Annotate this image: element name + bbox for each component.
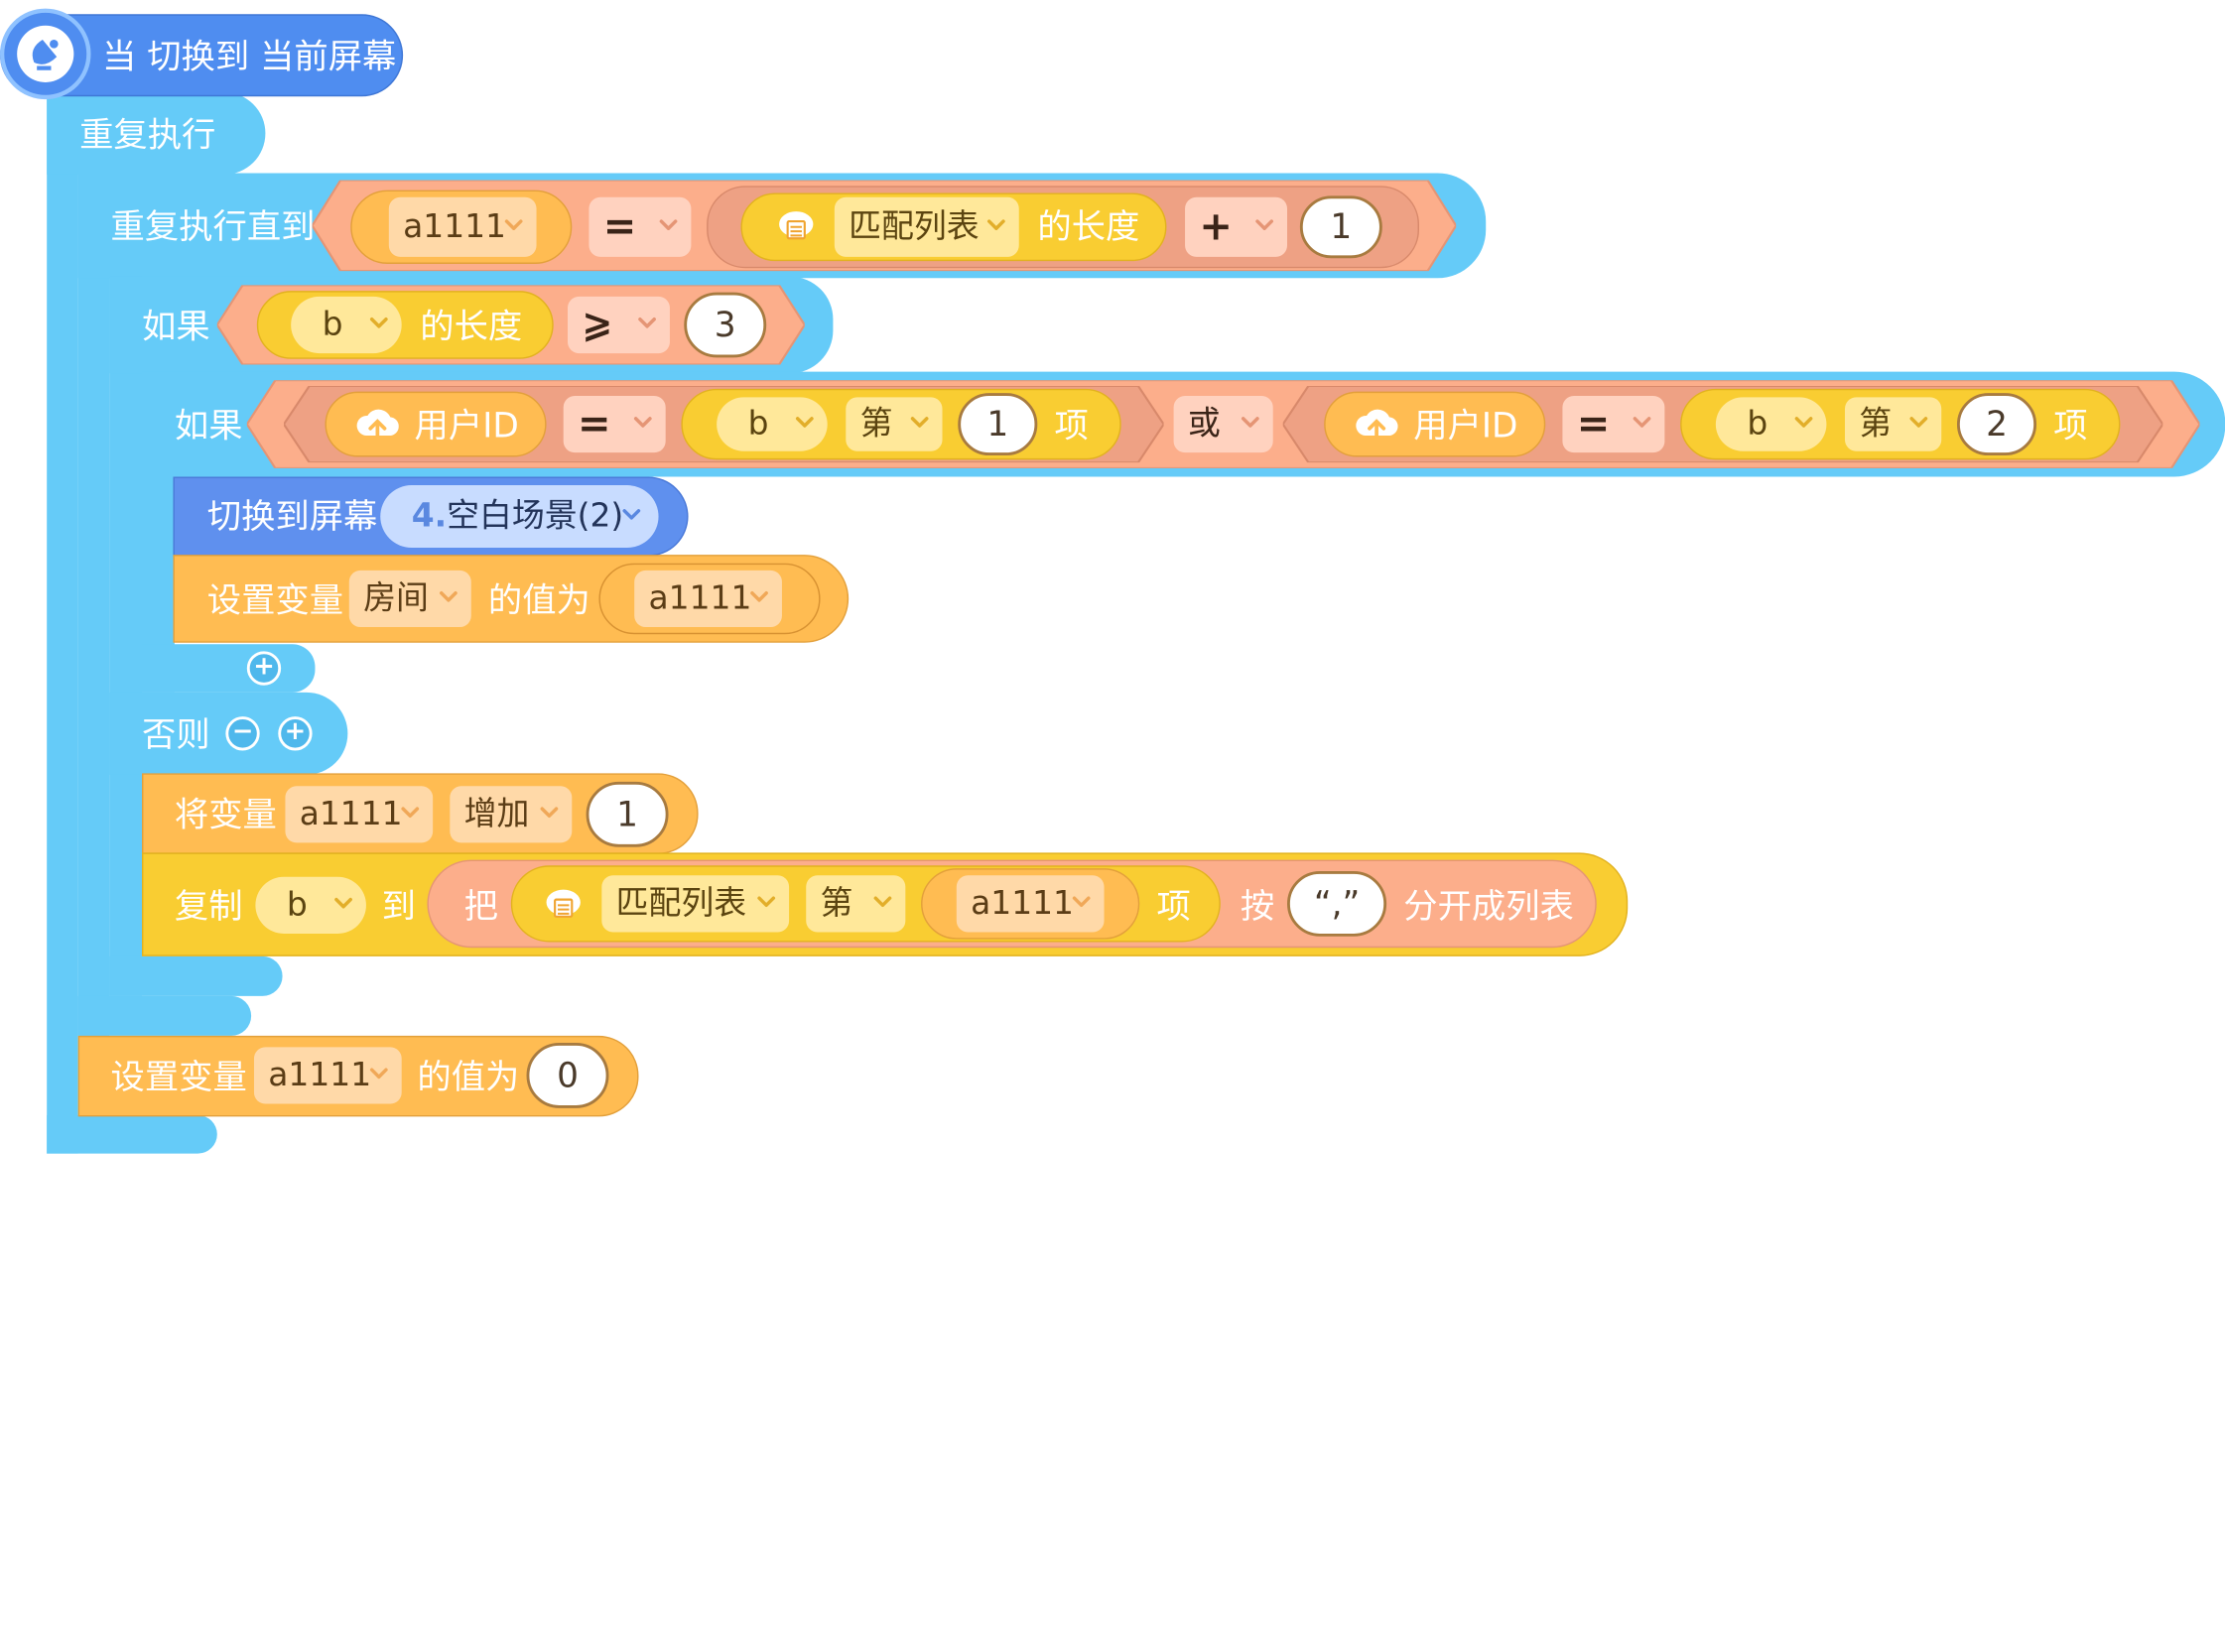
index-mode-dropdown[interactable]: 第 <box>806 875 906 933</box>
variable-dropdown-b[interactable]: b <box>291 296 402 354</box>
cloud-variable-user-id[interactable] <box>1324 391 1546 457</box>
if-outer-bottom <box>109 955 283 996</box>
chevron-down-icon <box>910 417 929 428</box>
number-input-1[interactable]: 1 <box>1299 195 1382 259</box>
item-label: 项 <box>1156 886 1191 927</box>
switch-screen-label: 切换到屏幕 <box>206 496 378 537</box>
plus-icon: + <box>253 651 275 682</box>
remove-branch-button[interactable]: − <box>225 716 260 751</box>
repeat-until-bottom <box>77 995 252 1036</box>
cloud-var-label: 用户ID <box>1413 405 1518 446</box>
chevron-down-icon <box>659 219 678 230</box>
if-outer-label: 如果 <box>142 306 210 346</box>
chevron-down-icon <box>633 417 652 428</box>
number-input-3[interactable]: 3 <box>684 292 767 358</box>
length-of-label: 的长度 <box>1037 206 1140 247</box>
repeat-forever-bottom <box>47 1114 217 1154</box>
ba-label: 把 <box>463 886 498 927</box>
chevron-down-icon <box>622 509 641 520</box>
value-is-label: 的值为 <box>487 579 590 620</box>
chevron-down-icon <box>1255 219 1273 230</box>
variable-dropdown-a1111[interactable]: a1111 <box>285 786 434 843</box>
chevron-down-icon <box>750 591 768 602</box>
chevron-down-icon <box>986 219 1005 230</box>
chevron-down-icon <box>757 896 776 908</box>
repeat-forever-label: 重复执行 <box>79 114 216 155</box>
number-input-0[interactable]: 0 <box>526 1043 609 1108</box>
cloud-list-icon <box>775 207 818 247</box>
chevron-down-icon <box>1241 417 1259 428</box>
set-variable-label: 设置变量 <box>206 579 344 620</box>
screen-dropdown[interactable]: 4.空白场景(2) <box>380 485 659 548</box>
change-variable-label: 将变量 <box>174 794 277 834</box>
chevron-down-icon <box>440 591 458 602</box>
hat-icon-bg <box>0 8 91 100</box>
logic-operator-dropdown[interactable]: 或 <box>1173 395 1273 453</box>
change-mode-dropdown[interactable]: 增加 <box>450 786 573 843</box>
variable-dropdown-b[interactable]: b <box>1715 397 1827 451</box>
chevron-down-icon <box>873 896 892 908</box>
variable-dropdown-b[interactable]: b <box>255 876 366 934</box>
chevron-down-icon <box>504 219 523 230</box>
repeat-until-label: 重复执行直到 <box>110 206 316 247</box>
chevron-down-icon <box>795 417 814 428</box>
chevron-down-icon <box>369 318 388 328</box>
variable-dropdown-a1111[interactable]: a1111 <box>388 196 537 257</box>
arith-operator-dropdown[interactable]: + <box>1185 196 1288 257</box>
list-dropdown-match[interactable]: 匹配列表 <box>601 875 790 933</box>
chevron-down-icon <box>401 807 420 818</box>
number-input-1[interactable]: 1 <box>586 781 669 847</box>
chevron-down-icon <box>540 807 559 818</box>
compare-operator-dropdown[interactable]: = <box>1562 395 1665 453</box>
set-variable-label: 设置变量 <box>110 1057 247 1097</box>
chevron-down-icon <box>1072 896 1091 908</box>
else-label: 否则 <box>142 714 210 755</box>
variable-dropdown-a1111[interactable]: a1111 <box>253 1047 402 1104</box>
if-outer-rail <box>109 276 142 996</box>
add-else-if-button[interactable]: + <box>246 651 282 686</box>
hat-label: 当 切换到 当前屏幕 <box>101 37 397 77</box>
cloud-upload-icon <box>1356 405 1398 445</box>
separator-input[interactable]: “,” <box>1287 871 1387 937</box>
variable-dropdown-a1111[interactable]: a1111 <box>634 570 782 628</box>
repeat-until-rail <box>77 173 110 1036</box>
number-input-1[interactable]: 1 <box>958 393 1038 456</box>
length-of-label: 的长度 <box>420 306 523 346</box>
item-label: 项 <box>1054 405 1089 446</box>
index-mode-dropdown[interactable]: 第 <box>1844 397 1942 451</box>
chevron-down-icon <box>369 1068 388 1080</box>
minus-icon: − <box>231 716 254 747</box>
satellite-dish-icon <box>17 25 74 82</box>
if-inner-bottom <box>142 644 316 693</box>
value-is-label: 的值为 <box>417 1057 520 1097</box>
cloud-var-label: 用户ID <box>414 405 519 446</box>
number-input-2[interactable]: 2 <box>1956 393 2037 456</box>
copy-label: 复制 <box>174 886 243 927</box>
compare-operator-dropdown[interactable]: = <box>589 196 692 257</box>
by-label: 按 <box>1240 886 1275 927</box>
if-inner-label: 如果 <box>174 405 243 446</box>
variable-dropdown-a1111[interactable]: a1111 <box>956 875 1105 933</box>
plus-icon: + <box>284 716 307 747</box>
variable-dropdown-room[interactable]: 房间 <box>348 570 471 628</box>
chevron-down-icon <box>334 897 352 909</box>
chevron-down-icon <box>1633 417 1651 428</box>
cloud-list-icon <box>542 885 585 925</box>
split-to-list-label: 分开成列表 <box>1403 886 1574 927</box>
variable-dropdown-b[interactable]: b <box>717 397 828 451</box>
gte-operator-dropdown[interactable]: ⩾ <box>568 296 670 354</box>
to-label: 到 <box>381 886 416 927</box>
index-mode-dropdown[interactable]: 第 <box>846 397 943 451</box>
chevron-down-icon <box>638 318 656 328</box>
repeat-forever-block[interactable] <box>47 91 266 175</box>
chevron-down-icon <box>1909 417 1928 428</box>
list-dropdown-match[interactable]: 匹配列表 <box>834 196 1019 257</box>
item-label: 项 <box>2053 405 2088 446</box>
repeat-forever-rail <box>47 91 78 1154</box>
chevron-down-icon <box>1794 417 1813 428</box>
cloud-upload-icon <box>356 405 399 445</box>
compare-operator-dropdown[interactable]: = <box>563 395 666 453</box>
add-branch-button[interactable]: + <box>278 716 313 751</box>
